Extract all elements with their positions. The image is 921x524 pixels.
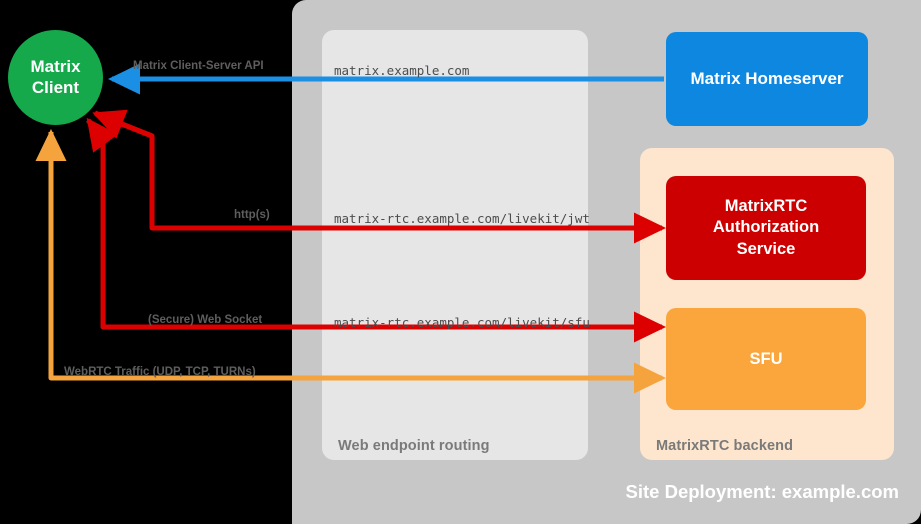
- edge-web-socket: [86, 117, 667, 343]
- matrix-client-line1: Matrix: [30, 57, 81, 77]
- node-matrix-client[interactable]: Matrix Client: [8, 30, 103, 125]
- sfu-label: SFU: [749, 349, 783, 368]
- edge-label-http-s: http(s): [234, 209, 270, 221]
- edge-label-webrtc-traffic: WebRTC Traffic (UDP, TCP, TURNs): [64, 366, 256, 378]
- matrixrtc-backend-label: MatrixRTC backend: [656, 438, 794, 454]
- matrix-client-line2: Client: [31, 77, 80, 97]
- web-endpoint-routing-label: Web endpoint routing: [338, 438, 490, 454]
- edge-webrtc-traffic: [35, 128, 667, 394]
- web-endpoint-routing-container: [322, 30, 588, 460]
- auth-service-line2: Authorization: [712, 218, 820, 237]
- auth-service-line1: MatrixRTC: [724, 197, 808, 216]
- auth-service-line3: Service: [736, 239, 796, 258]
- edge-label-secure-web-socket: (Secure) Web Socket: [148, 314, 263, 326]
- node-matrixrtc-authorization-service[interactable]: MatrixRTC Authorization Service: [666, 176, 866, 280]
- url-label-livekit-sfu: matrix-rtc.example.com/livekit/sfu: [334, 315, 590, 330]
- edge-label-matrix-client-server-api: Matrix Client-Server API: [133, 60, 264, 72]
- edge-http-jwt: [92, 109, 667, 244]
- url-label-livekit-jwt: matrix-rtc.example.com/livekit/jwt: [334, 211, 590, 226]
- node-matrix-homeserver[interactable]: Matrix Homeserver: [666, 32, 868, 126]
- node-sfu[interactable]: SFU: [666, 308, 866, 410]
- url-label-matrix-example-com: matrix.example.com: [334, 63, 470, 78]
- site-deployment-title: Site Deployment: example.com: [625, 481, 899, 502]
- matrix-homeserver-label: Matrix Homeserver: [690, 69, 844, 88]
